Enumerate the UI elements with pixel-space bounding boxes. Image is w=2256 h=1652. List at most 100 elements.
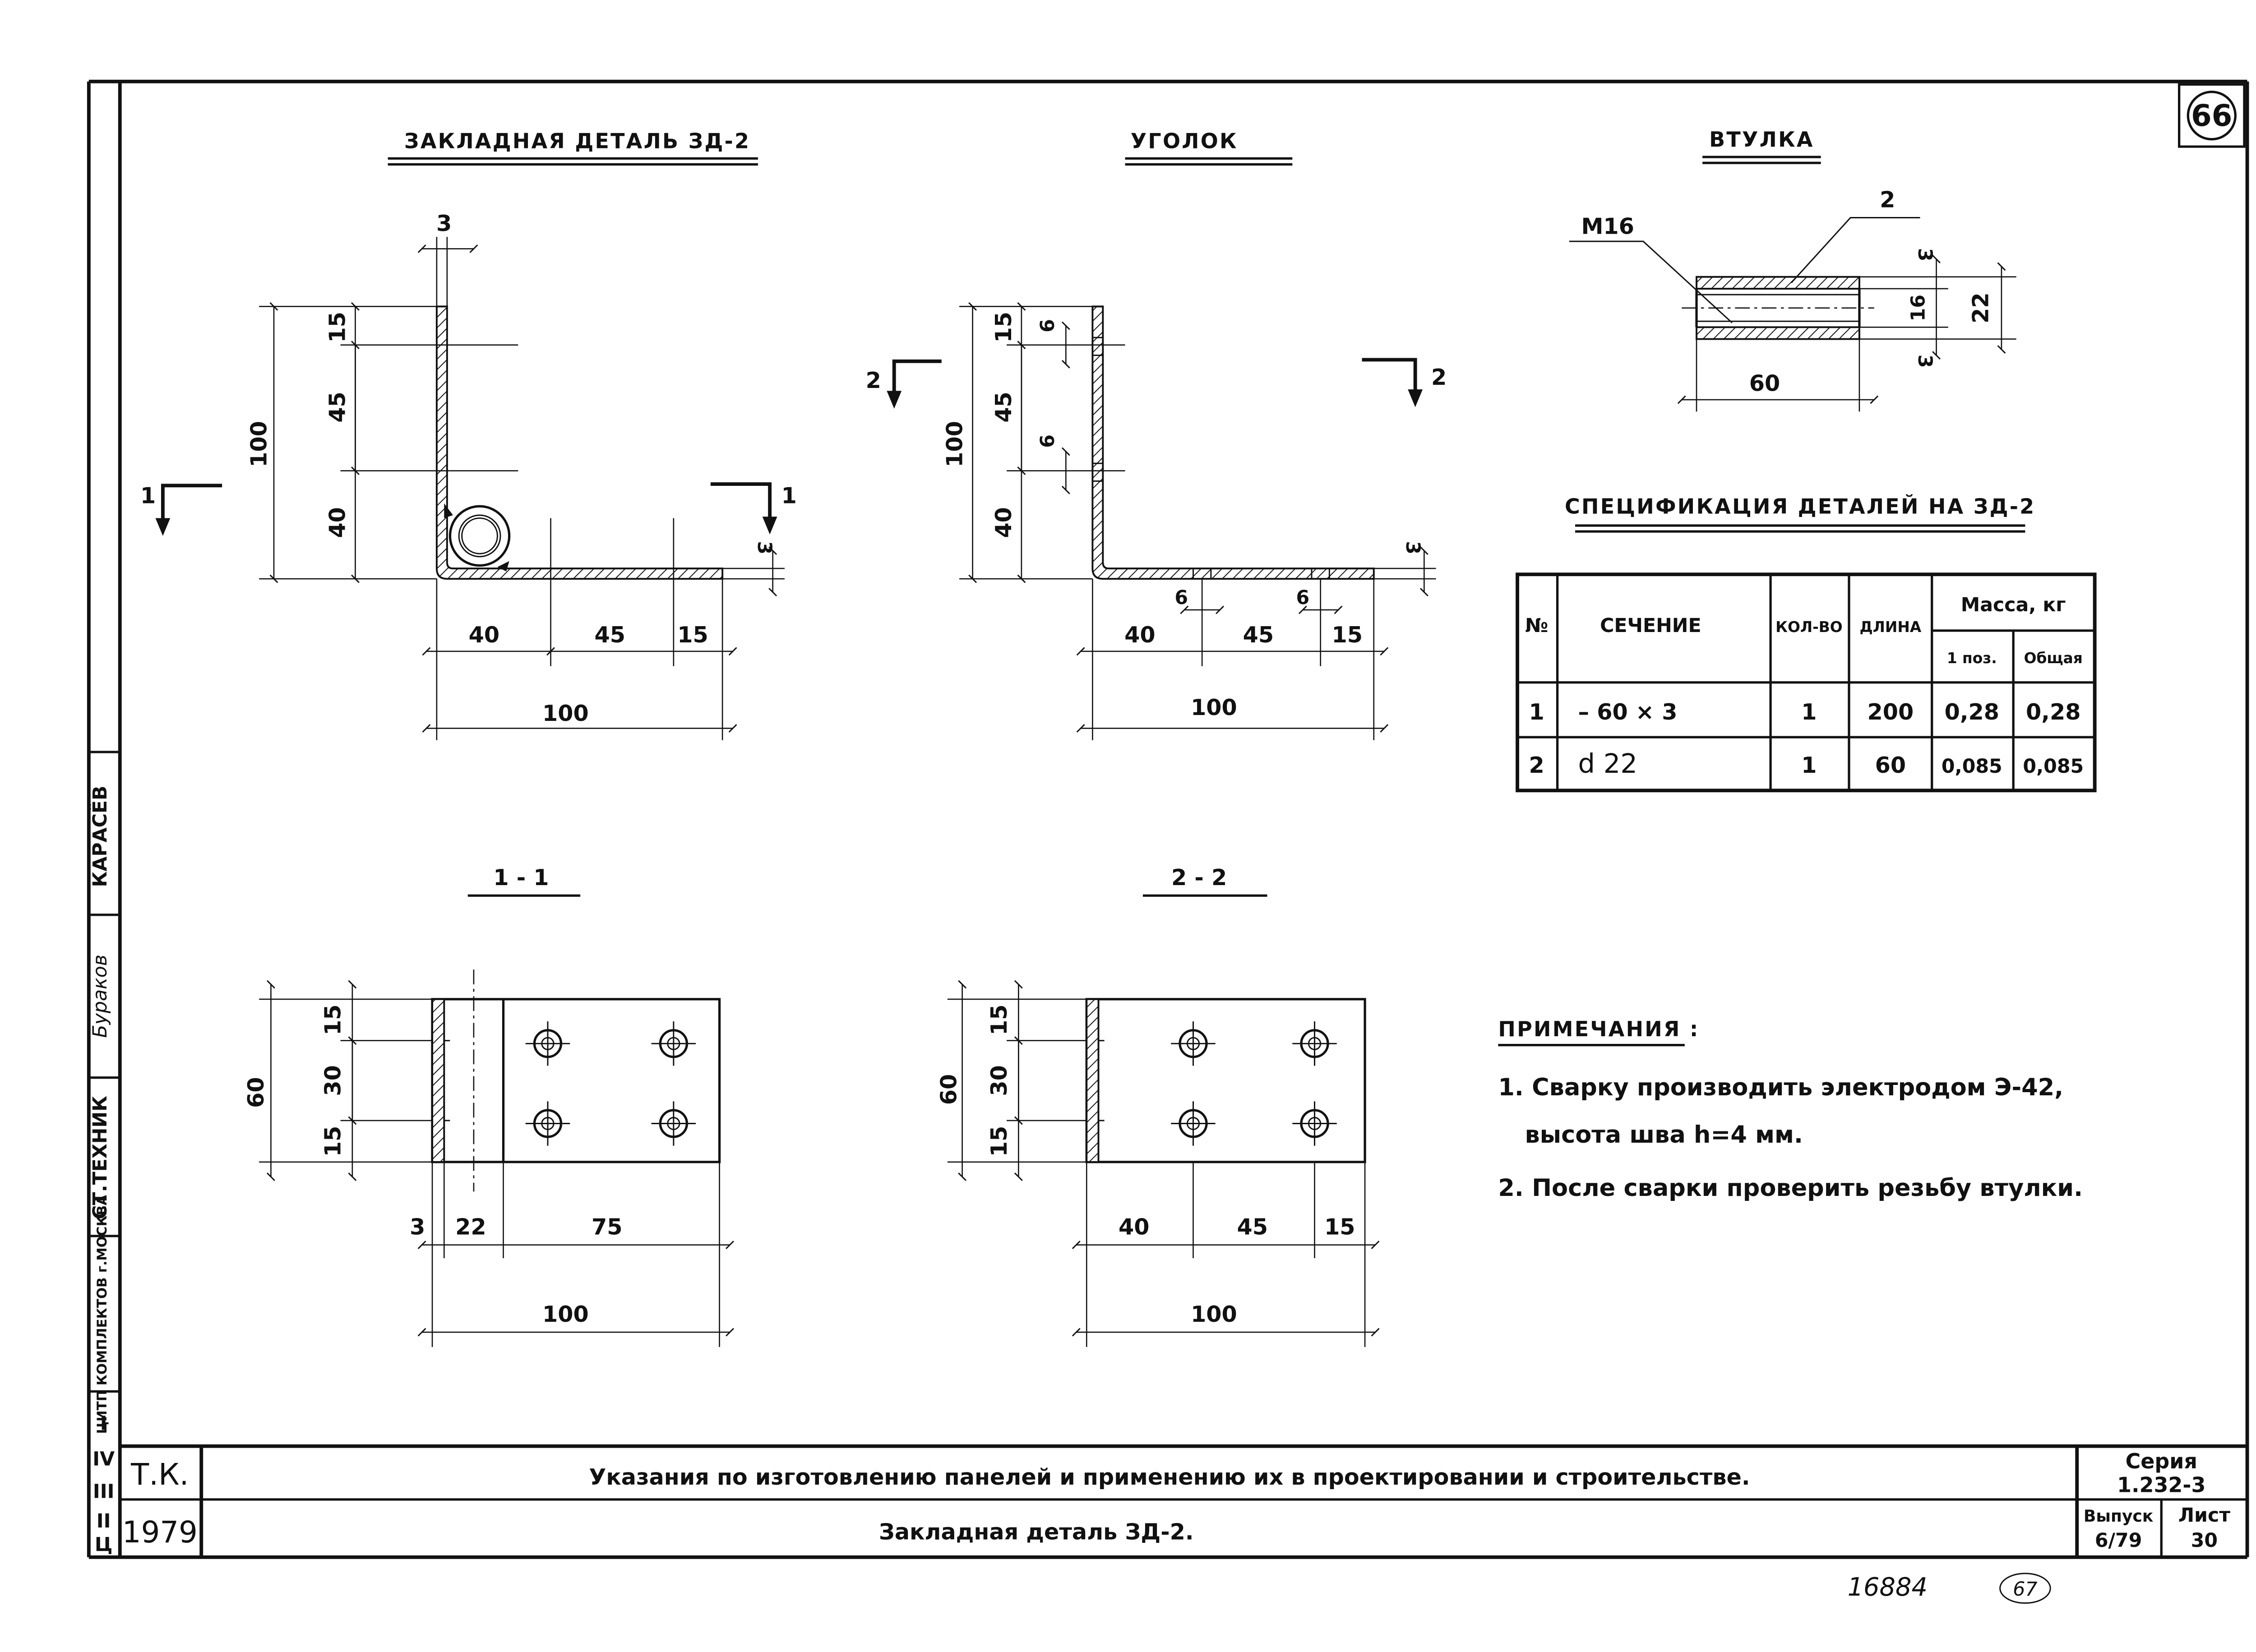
spec-header-mass: Масса, кг bbox=[1961, 594, 2066, 616]
dim-angle-v6a: 6 bbox=[1036, 319, 1059, 332]
dim-part-v100: 100 bbox=[246, 421, 272, 467]
dim-s11-v15b: 15 bbox=[320, 1126, 346, 1157]
cut-mark-1-right: 1 bbox=[781, 483, 797, 509]
sheet-number: 66 bbox=[2191, 99, 2232, 133]
dim-part-v45: 45 bbox=[324, 392, 350, 422]
sleeve-thread-label: М16 bbox=[1581, 213, 1634, 240]
dim-s22-h15: 15 bbox=[1324, 1214, 1355, 1240]
dim-s11-h100: 100 bbox=[542, 1301, 589, 1327]
dim-part-t3: 3 bbox=[753, 541, 776, 554]
title-tk: Т.К. bbox=[130, 1458, 189, 1492]
dim-part-v15: 15 bbox=[324, 312, 350, 342]
series-value: 1.232-3 bbox=[2117, 1472, 2205, 1497]
dim-angle-v40: 40 bbox=[990, 507, 1017, 538]
title-main: Указания по изготовлению панелей и приме… bbox=[589, 1464, 1750, 1490]
notes: ПРИМЕЧАНИЯ : 1. Сварку производить элект… bbox=[1498, 1017, 2083, 1202]
spec-header-section: СЕЧЕНИЕ bbox=[1600, 614, 1701, 637]
archive-number: 16884 bbox=[1848, 1573, 1928, 1602]
dim-s22-v30: 30 bbox=[986, 1065, 1012, 1096]
view-angle: УГОЛОК 100 15 45 40 6 6 6 bbox=[866, 129, 1447, 740]
spec-title: СПЕЦИФИКАЦИЯ ДЕТАЛЕЙ НА ЗД-2 bbox=[1565, 494, 2035, 519]
dim-angle-v6b: 6 bbox=[1036, 434, 1059, 448]
spec-row1-length: 200 bbox=[1867, 699, 1914, 725]
spec-table: СПЕЦИФИКАЦИЯ ДЕТАЛЕЙ НА ЗД-2 № СЕЧЕНИЕ К… bbox=[1516, 494, 2097, 793]
spec-row2-mass-one: 0,085 bbox=[1942, 755, 2002, 778]
sheet-frame bbox=[87, 79, 2249, 1559]
dim-angle-v15: 15 bbox=[990, 312, 1017, 342]
dim-angle-v100: 100 bbox=[942, 421, 968, 467]
stamp-mark-4: II bbox=[97, 1510, 111, 1532]
dim-sleeve-d16: 16 bbox=[1907, 295, 1929, 321]
footer-mark: 67 bbox=[2013, 1578, 2037, 1601]
side-stamp-name: КАРАСЁВ bbox=[88, 785, 111, 887]
view-sleeve: ВТУЛКА М16 2 3 16 3 22 60 bbox=[1569, 127, 2016, 412]
view-title-part: ЗАКЛАДНАЯ ДЕТАЛЬ ЗД-2 bbox=[404, 129, 750, 153]
sheet-label: Лист bbox=[2178, 1504, 2231, 1527]
dim-part-v40: 40 bbox=[324, 507, 350, 538]
spec-header-mass-total: Общая bbox=[2024, 650, 2083, 667]
dim-s11-h3: 3 bbox=[410, 1214, 425, 1240]
table-row: 2 d 22 1 60 0,085 0,085 bbox=[1529, 748, 2084, 779]
spec-row2-length: 60 bbox=[1875, 752, 1906, 778]
side-stamp: КАРАСЁВ Бураков СТ.ТЕХНИК ЦИТП КОМПЛЕКТО… bbox=[88, 785, 115, 1556]
bolt-holes-2-2 bbox=[1171, 1021, 1337, 1146]
dim-angle-h15: 15 bbox=[1331, 622, 1362, 648]
dim-s22-v15b: 15 bbox=[986, 1126, 1012, 1157]
dim-s22-h45: 45 bbox=[1237, 1214, 1267, 1240]
note-1: 1. Сварку производить электродом Э-42, bbox=[1498, 1074, 2063, 1101]
series-label: Серия bbox=[2126, 1449, 2197, 1473]
title-block: Т.К. 1979 Указания по изготовлению панел… bbox=[120, 1444, 2247, 1557]
dim-s22-h40: 40 bbox=[1119, 1214, 1149, 1240]
bolt-holes-1-1 bbox=[525, 1021, 696, 1146]
spec-row2-section: d 22 bbox=[1578, 748, 1637, 779]
dim-angle-h6b: 6 bbox=[1296, 586, 1309, 609]
dim-part-h45: 45 bbox=[595, 622, 625, 648]
spec-row2-qty: 1 bbox=[1801, 752, 1817, 778]
cut-mark-2-left: 2 bbox=[866, 367, 881, 393]
spec-row1-mass-one: 0,28 bbox=[1945, 699, 1999, 725]
spec-row1-mass-total: 0,28 bbox=[2026, 699, 2080, 725]
dim-angle-h45: 45 bbox=[1243, 622, 1274, 648]
view-section-2-2: 2 - 2 60 15 30 15 40 bbox=[936, 864, 1380, 1347]
dim-s22-v15a: 15 bbox=[986, 1005, 1012, 1035]
dim-sleeve-t3b: 3 bbox=[1914, 355, 1936, 368]
view-title-angle: УГОЛОК bbox=[1131, 129, 1238, 153]
cut-mark-2-right: 2 bbox=[1431, 364, 1447, 390]
spec-row2-no: 2 bbox=[1529, 752, 1544, 778]
spec-row1-section: – 60 × 3 bbox=[1578, 699, 1678, 725]
footer-marks: 16884 67 bbox=[1848, 1573, 2051, 1604]
dim-s11-h75: 75 bbox=[592, 1214, 622, 1240]
stamp-mark-2: IV bbox=[92, 1448, 115, 1470]
spec-row1-no: 1 bbox=[1529, 699, 1544, 725]
side-stamp-signature: Бураков bbox=[89, 955, 111, 1038]
dim-part-h40: 40 bbox=[469, 622, 499, 648]
dim-angle-t3: 3 bbox=[1401, 541, 1424, 554]
dim-sleeve-t3a: 3 bbox=[1914, 248, 1936, 262]
dim-part-top3: 3 bbox=[436, 210, 452, 236]
title-year: 1979 bbox=[122, 1515, 198, 1550]
note-2: 2. После сварки проверить резьбу втулки. bbox=[1498, 1174, 2083, 1202]
notes-title: ПРИМЕЧАНИЯ : bbox=[1498, 1017, 1699, 1041]
dim-sleeve-len: 60 bbox=[1749, 370, 1780, 396]
stamp-mark-1: I bbox=[100, 1412, 107, 1435]
sheet-number-badge: 66 bbox=[2178, 83, 2246, 148]
sleeve-pos-label: 2 bbox=[1880, 187, 1895, 213]
dim-angle-h100: 100 bbox=[1191, 694, 1237, 720]
issue-value: 6/79 bbox=[2095, 1529, 2142, 1552]
dim-part-h100: 100 bbox=[542, 700, 589, 726]
dim-s22-h100: 100 bbox=[1191, 1301, 1237, 1327]
dim-s11-h22: 22 bbox=[455, 1214, 486, 1240]
table-row: 1 – 60 × 3 1 200 0,28 0,28 bbox=[1529, 699, 2081, 725]
dim-s11-v15a: 15 bbox=[320, 1005, 346, 1035]
side-stamp-role: СТ.ТЕХНИК bbox=[89, 1096, 111, 1219]
spec-row1-qty: 1 bbox=[1801, 699, 1817, 725]
stamp-mark-3: III bbox=[93, 1481, 115, 1503]
view-title-section22: 2 - 2 bbox=[1171, 864, 1227, 891]
stamp-mark-5: Ц bbox=[95, 1534, 113, 1556]
view-title-section11: 1 - 1 bbox=[493, 864, 549, 891]
dim-angle-h40: 40 bbox=[1124, 622, 1155, 648]
issue-label: Выпуск bbox=[2084, 1507, 2153, 1526]
spec-header-qty: КОЛ-ВО bbox=[1775, 618, 1842, 636]
side-stamp-org: ЦИТП КОМПЛЕКТОВ г.МОСКВА bbox=[94, 1195, 110, 1434]
